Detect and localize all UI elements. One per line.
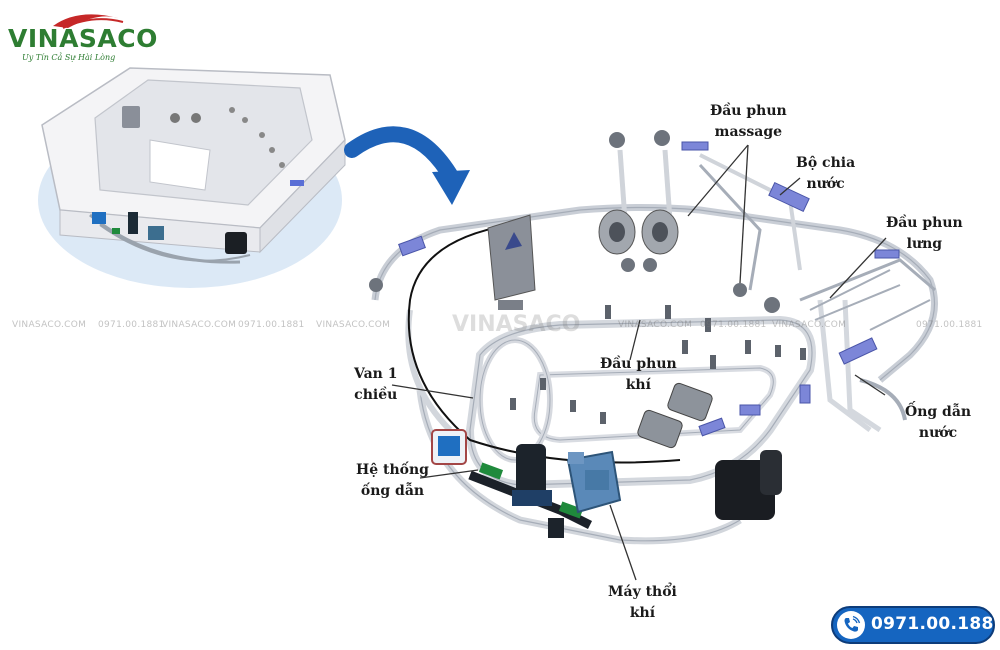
thumbnail-bathtub: [38, 67, 346, 288]
water-divider-blocks: [398, 141, 900, 437]
control-box: [487, 214, 536, 310]
label-water-pipe: Ống dẫn nước: [905, 404, 972, 441]
watermark-phone: 0971.00.1881: [700, 320, 767, 330]
massage-jets: [369, 130, 780, 313]
phone-icon: [837, 611, 865, 639]
label-water-divider: Bộ chia nước: [796, 155, 856, 192]
label-air-jets: Đầu phun khí: [600, 356, 677, 393]
lower-components: [431, 429, 622, 538]
watermark-site: VINASACO.COM: [618, 320, 693, 330]
brand-name: VINASACO: [8, 24, 158, 53]
pointer-arrow-icon: [344, 126, 460, 186]
hotline-number: 0971.00.1881: [871, 614, 1000, 634]
plumbing-assembly: [371, 149, 938, 545]
watermark-phone: 0971.00.1881: [916, 320, 983, 330]
label-back-jets: Đầu phun lưng: [886, 215, 963, 252]
watermark-phone: 0971.00.1881: [98, 320, 165, 330]
brand-logo: VINASACO Uy Tín Cả Sự Hài Lòng: [8, 8, 157, 68]
leader-lines: [391, 144, 887, 581]
label-check-valve: Van 1 chiều: [354, 366, 398, 403]
label-massage-jets: Đầu phun massage: [710, 103, 787, 140]
watermark-site: VINASACO.COM: [12, 320, 87, 330]
watermark-phone: 0971.00.1881: [238, 320, 305, 330]
label-air-blower: Máy thổi khí: [608, 584, 677, 621]
brand-slogan: Uy Tín Cả Sự Hài Lòng: [22, 53, 116, 62]
watermark-site: VINASACO.COM: [772, 320, 847, 330]
watermark-site: VINASACO.COM: [162, 320, 237, 330]
air-jet-studs: [510, 305, 806, 424]
motor-units: [637, 382, 782, 520]
label-pipe-system: Hệ thống ống dẫn: [356, 462, 429, 499]
swoosh-icon: [53, 14, 124, 29]
watermark-site: VINASACO.COM: [316, 320, 391, 330]
hotline-badge[interactable]: 0971.00.1881: [831, 606, 1000, 644]
watermark-logo: VINASACO: [452, 312, 581, 337]
